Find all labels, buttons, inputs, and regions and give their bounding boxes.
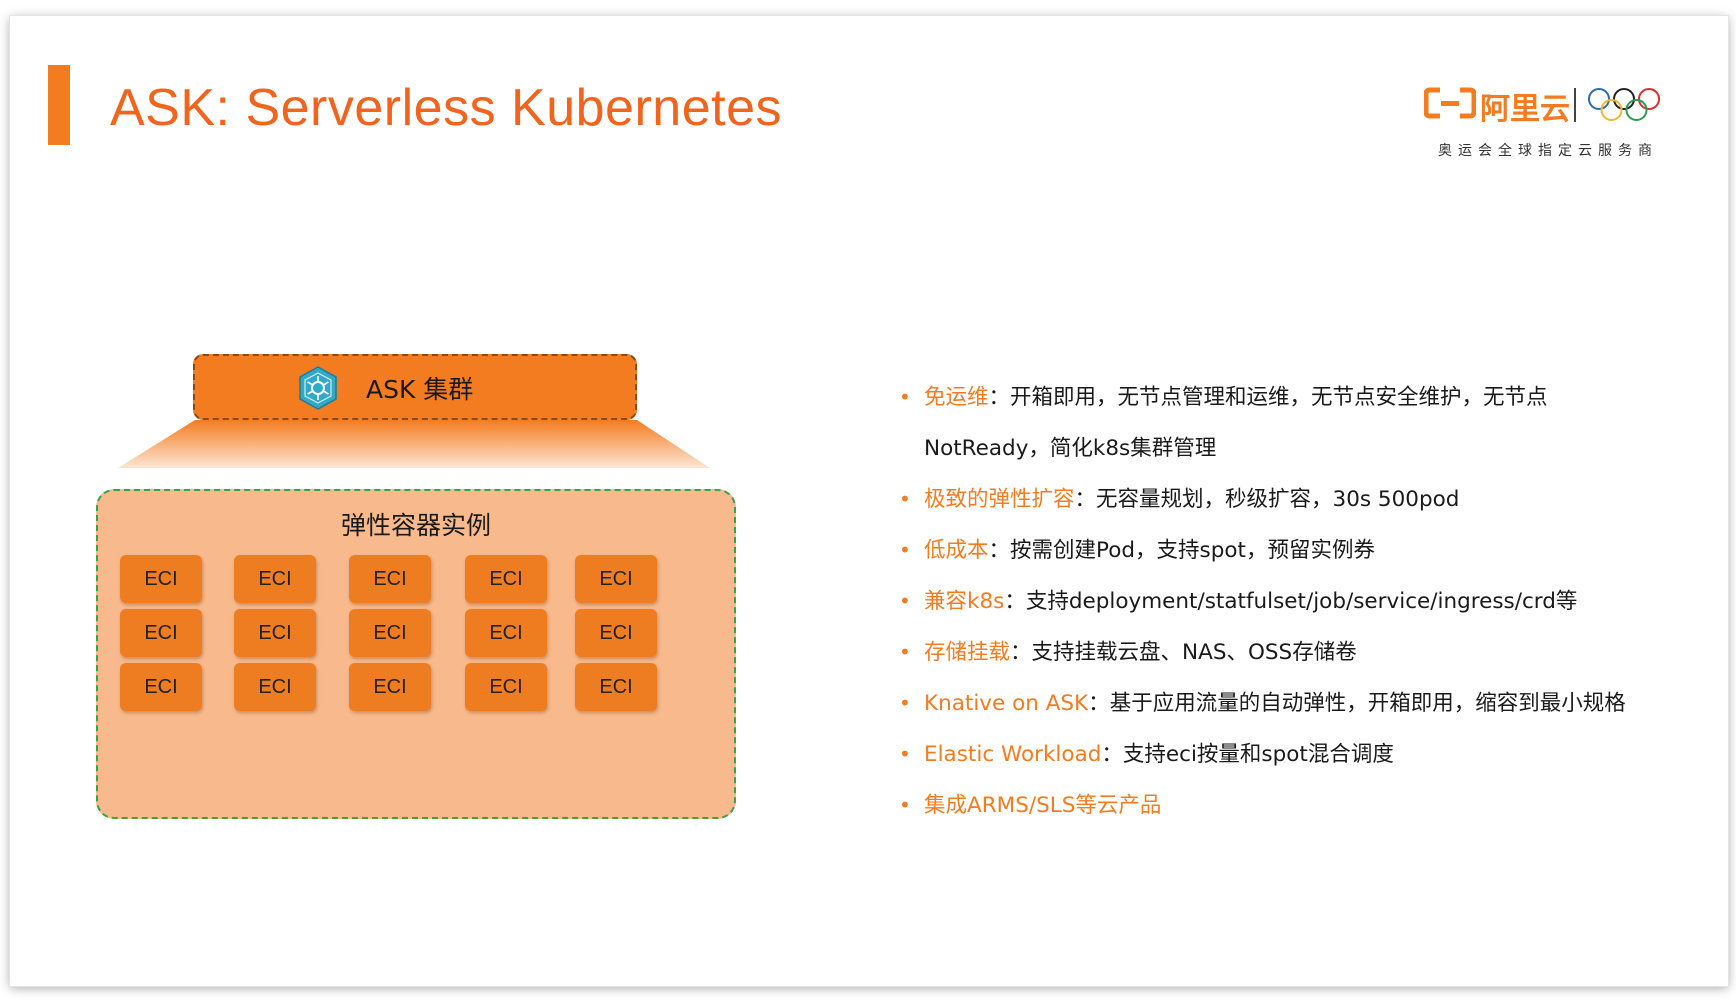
feature-key: 兼容k8s: [924, 589, 1005, 614]
eci-instance: ECI: [349, 663, 431, 711]
feature-separator: ：: [1010, 640, 1032, 665]
feature-separator: ：: [1074, 487, 1097, 512]
logo-divider: [1574, 88, 1576, 122]
title-accent-bar: [48, 65, 70, 145]
feature-item: • Elastic Workload：支持eci按量和spot混合调度: [888, 729, 1728, 780]
bullet-dot: •: [899, 538, 911, 562]
kubernetes-helm-icon: [299, 366, 337, 410]
feature-text-continued: NotReady，简化k8s集群管理: [924, 436, 1217, 461]
eci-instance: ECI: [234, 663, 316, 711]
elastic-container-pool: 弹性容器实例 ECI ECI ECI ECI ECI ECI ECI ECI ECI ECI ECI…: [96, 489, 736, 819]
feature-key: 存储挂载: [924, 640, 1011, 665]
eci-instance: ECI: [349, 555, 431, 603]
bullet-dot: •: [899, 589, 911, 613]
feature-item: • 存储挂载：支持挂载云盘、NAS、OSS存储卷: [888, 627, 1728, 678]
logo-tagline: 奥运会全球指定云服务商: [1438, 143, 1658, 159]
feature-separator: ：: [1101, 742, 1123, 767]
feature-text: 支持挂载云盘、NAS、OSS存储卷: [1031, 640, 1357, 665]
feature-text: 支持deployment/statfulset/job/service/ingr…: [1025, 589, 1578, 614]
eci-instance: ECI: [234, 609, 316, 657]
bullet-dot: •: [899, 793, 911, 817]
eci-instance: ECI: [575, 663, 657, 711]
feature-item: • 兼容k8s：支持deployment/statfulset/job/serv…: [888, 576, 1728, 627]
ask-cluster-box: ASK 集群: [193, 354, 637, 420]
feature-key: 免运维: [924, 385, 989, 410]
olympic-rings-icon: [1588, 88, 1660, 121]
ask-cluster-label: ASK 集群: [366, 375, 474, 404]
feature-item: • 低成本：按需创建Pod，支持spot，预留实例券: [888, 525, 1728, 576]
eci-instance: ECI: [465, 609, 547, 657]
feature-text: 开箱即用，无节点管理和运维，无节点安全维护，无节点: [1010, 385, 1548, 410]
aliyun-logo-icon: [1424, 87, 1476, 119]
pool-label: 弹性容器实例: [340, 511, 491, 540]
bullet-dot: •: [899, 742, 911, 766]
feature-key: 集成ARMS/SLS等云产品: [924, 793, 1162, 818]
feature-key: 低成本: [924, 538, 989, 563]
eci-instance: ECI: [349, 609, 431, 657]
bullet-dot: •: [899, 385, 911, 409]
slide-title: ASK: Serverless Kubernetes: [110, 79, 782, 137]
feature-item: • 集成ARMS/SLS等云产品: [888, 780, 1728, 831]
logo-brand-text: 阿里云: [1480, 92, 1570, 127]
brand-logo: 阿里云 奥运会全球指定云服务商: [1424, 86, 1674, 166]
eci-instance: ECI: [465, 555, 547, 603]
feature-key: 极致的弹性扩容: [924, 487, 1075, 512]
feature-text: 无容量规划，秒级扩容，30s 500pod: [1096, 487, 1460, 512]
feature-item: • 极致的弹性扩容：无容量规划，秒级扩容，30s 500pod: [888, 474, 1728, 525]
feature-list: • 免运维：开箱即用，无节点管理和运维，无节点安全维护，无节点 NotReady…: [888, 372, 1728, 831]
eci-instance: ECI: [575, 555, 657, 603]
bullet-dot: •: [899, 640, 911, 664]
eci-instance: ECI: [120, 663, 202, 711]
feature-separator: ：: [1088, 691, 1110, 716]
feature-key: Knative on ASK: [924, 691, 1089, 716]
eci-instance: ECI: [120, 609, 202, 657]
feature-separator: ：: [988, 385, 1011, 410]
funnel-connector: [118, 420, 710, 468]
bullet-dot: •: [899, 691, 911, 715]
eci-instance: ECI: [234, 555, 316, 603]
feature-text: 基于应用流量的自动弹性，开箱即用，缩容到最小规格: [1109, 691, 1626, 716]
feature-text: 按需创建Pod，支持spot，预留实例券: [1010, 538, 1375, 563]
bullet-dot: •: [899, 487, 911, 511]
eci-instance: ECI: [575, 609, 657, 657]
feature-separator: ：: [1004, 589, 1026, 614]
slide: ASK: Serverless Kubernetes 阿里云 奥运会全球指定云服…: [10, 16, 1728, 986]
feature-text: 支持eci按量和spot混合调度: [1122, 742, 1394, 767]
feature-separator: ：: [988, 538, 1011, 563]
eci-instance: ECI: [465, 663, 547, 711]
feature-key: Elastic Workload: [924, 742, 1102, 767]
feature-item: • 免运维：开箱即用，无节点管理和运维，无节点安全维护，无节点 NotReady…: [888, 372, 1728, 474]
feature-item: • Knative on ASK：基于应用流量的自动弹性，开箱即用，缩容到最小规…: [888, 678, 1728, 729]
eci-instance: ECI: [120, 555, 202, 603]
